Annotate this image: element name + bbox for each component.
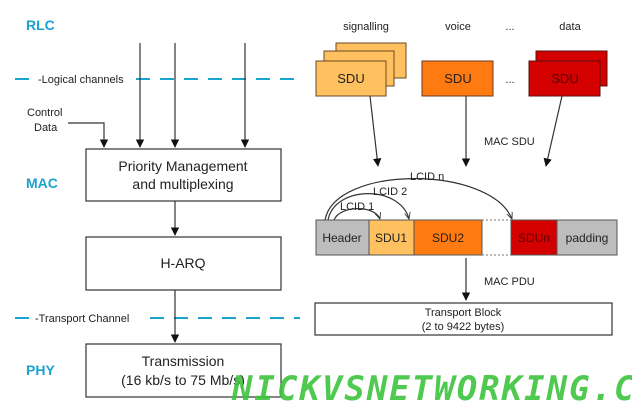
sdu-group-label-data: data: [559, 21, 581, 33]
mac-pdu-label: MAC PDU: [484, 276, 535, 288]
pdu-segment-sdu1: [368, 219, 415, 256]
lcid-1-label: LCID 1: [340, 201, 374, 213]
sdu-group-label-signalling: signalling: [343, 21, 389, 33]
transport-block-line2: (2 to 9422 bytes): [422, 321, 505, 333]
logical-channels-label: -Logical channels: [38, 74, 124, 86]
data-sdu-label: SDU: [551, 71, 578, 86]
pdu-segment-sdun: [510, 219, 558, 256]
data-sdu: [528, 60, 601, 97]
priority-management-line2: and multiplexing: [132, 176, 233, 192]
layer-label-rlc: RLC: [26, 17, 55, 33]
transport-block-line1: Transport Block: [425, 307, 502, 319]
harq-label: H-ARQ: [160, 255, 205, 271]
transmission-line2: (16 kb/s to 75 Mb/s): [121, 372, 245, 388]
data-to-pdu-arrow: [543, 95, 563, 167]
pdu-sdun-label: SDUn: [518, 231, 550, 245]
voice-sdu-label: SDU: [444, 71, 471, 86]
ellipsis-top: ...: [505, 21, 514, 33]
control-data-label-line2: Data: [34, 122, 58, 134]
layer-label-mac: MAC: [26, 175, 58, 191]
transport-channel-label: -Transport Channel: [35, 313, 129, 325]
transmission-line1: Transmission: [142, 353, 225, 369]
transmission-box: [85, 343, 282, 398]
pdu-segment-sdu2: [413, 219, 483, 256]
pdu-sdu2-label: SDU2: [432, 231, 464, 245]
control-data-arrow: [68, 122, 109, 148]
ellipsis-middle: ...: [505, 74, 514, 86]
priority-management-line1: Priority Management: [118, 158, 247, 174]
watermark: NICKVSNETWORKING.COM: [231, 369, 632, 409]
priority-management-box: [85, 148, 282, 202]
pdu-segment-padding: [556, 219, 618, 256]
transport-block-box: [314, 302, 613, 336]
pdu-sdu1-label: SDU1: [375, 231, 407, 245]
lcid-n-arc: [324, 178, 512, 221]
pdu-padding-label: padding: [566, 231, 609, 245]
layer-label-phy: PHY: [26, 362, 55, 378]
lcid-2-arc: [327, 193, 409, 221]
signalling-to-pdu-arrow: [369, 95, 382, 167]
control-data-label-line1: Control: [27, 107, 62, 119]
lcid-n-label: LCID n: [410, 171, 444, 183]
harq-box: [85, 236, 282, 291]
mac-pdu-bar: [315, 219, 618, 256]
signalling-sdu-label: SDU: [337, 71, 364, 86]
lcid-2-label: LCID 2: [373, 186, 407, 198]
lcid-1-arc: [333, 208, 380, 221]
signalling-sdu: [315, 60, 387, 97]
voice-sdu: [421, 60, 494, 97]
mac-sdu-label: MAC SDU: [484, 136, 535, 148]
pdu-header-label: Header: [322, 231, 361, 245]
sdu-group-label-voice: voice: [445, 21, 471, 33]
